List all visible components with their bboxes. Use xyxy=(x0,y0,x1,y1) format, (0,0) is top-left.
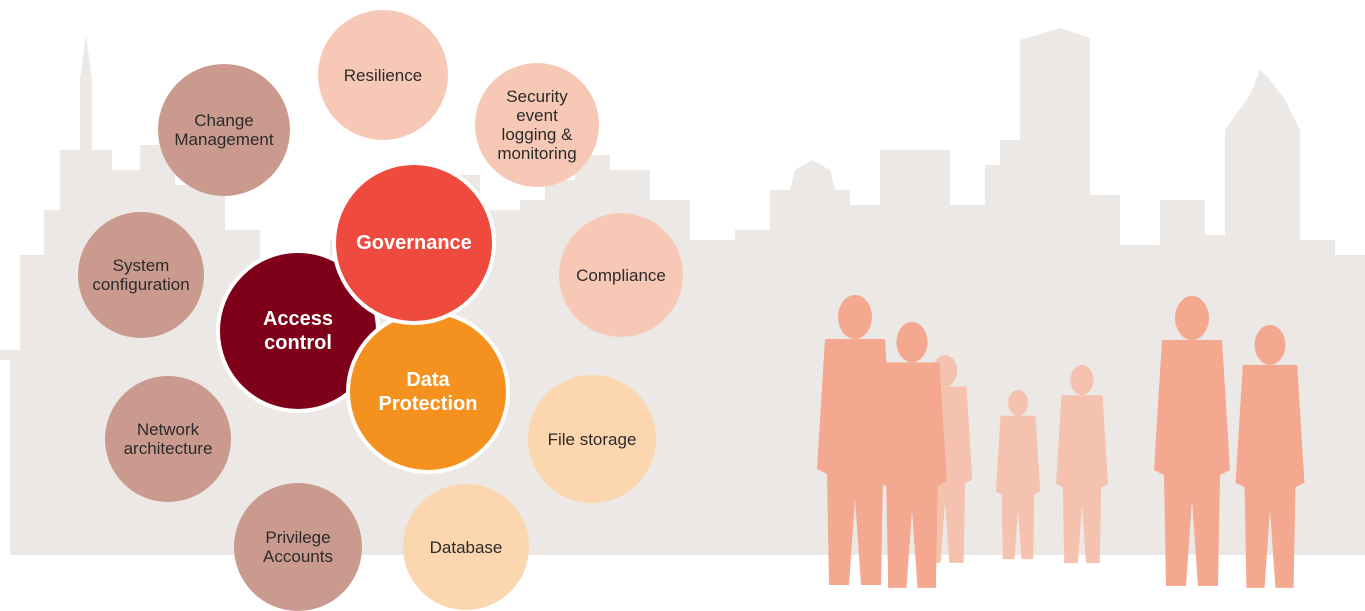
person-2 xyxy=(877,322,947,588)
governance-label: Governance xyxy=(356,232,472,254)
database-label: Database xyxy=(429,537,503,557)
privilege-accounts-circle: Privilege Accounts xyxy=(234,483,362,611)
data-protection-label: Data Protection xyxy=(378,369,478,415)
system-configuration-label: System configuration xyxy=(92,256,190,294)
person-1 xyxy=(817,295,893,585)
resilience-label: Resilience xyxy=(343,65,423,85)
security-logging-label: Security event logging & monitoring xyxy=(497,87,577,163)
security-logging-circle: Security event logging & monitoring xyxy=(475,63,599,187)
database-circle: Database xyxy=(403,484,529,610)
access-control-label: Access control xyxy=(262,308,334,354)
person-3 xyxy=(1154,296,1230,586)
data-protection-circle: Data Protection xyxy=(346,310,510,474)
network-architecture-circle: Network architecture xyxy=(105,376,231,502)
governance-circle: Governance xyxy=(332,161,496,325)
system-configuration-circle: System configuration xyxy=(78,212,204,338)
privilege-accounts-label: Privilege Accounts xyxy=(263,528,333,566)
change-management-label: Change Management xyxy=(174,111,274,149)
people-silhouettes xyxy=(817,295,1305,588)
network-architecture-label: Network architecture xyxy=(123,420,213,458)
compliance-circle: Compliance xyxy=(559,213,683,337)
compliance-label: Compliance xyxy=(576,265,666,285)
resilience-circle: Resilience xyxy=(318,10,448,140)
person-far-2 xyxy=(995,390,1041,560)
person-4 xyxy=(1235,325,1305,588)
person-far-3 xyxy=(1056,365,1108,564)
change-management-circle: Change Management xyxy=(158,64,290,196)
file-storage-circle: File storage xyxy=(528,375,656,503)
file-storage-label: File storage xyxy=(547,429,637,449)
